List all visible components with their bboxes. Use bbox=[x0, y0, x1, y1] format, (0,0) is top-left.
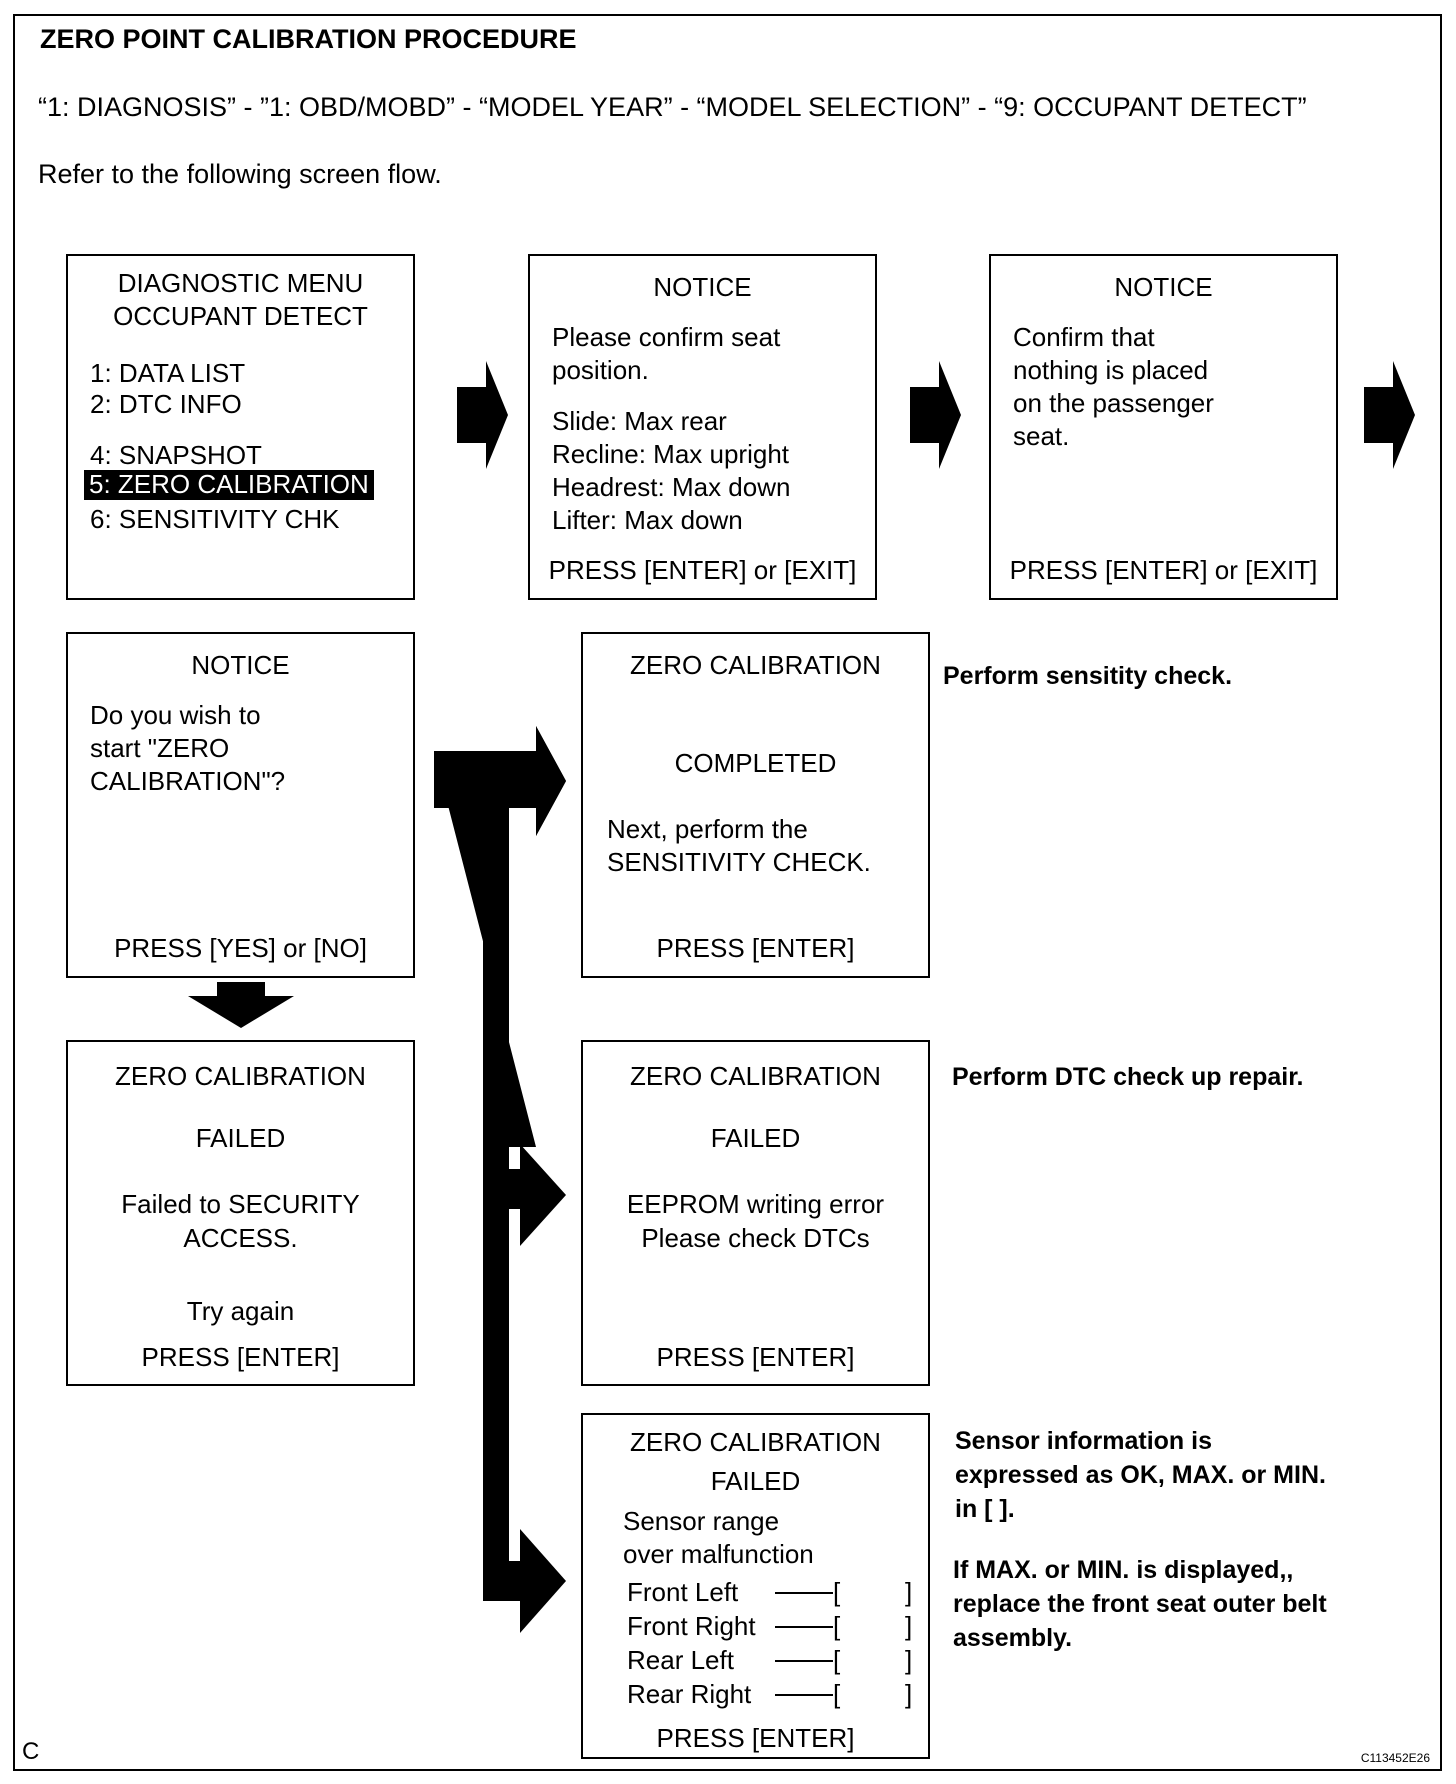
note-sensor-info-2: expressed as OK, MAX. or MIN. bbox=[955, 1461, 1326, 1489]
note-sensor-info-1: Sensor information is bbox=[955, 1427, 1212, 1455]
menu-item-data-list: 1: DATA LIST bbox=[90, 358, 246, 388]
page-title: ZERO POINT CALIBRATION PROCEDURE bbox=[40, 24, 577, 54]
instruction-text: Refer to the following screen flow. bbox=[38, 159, 442, 189]
notice-line: seat. bbox=[1013, 421, 1070, 451]
sensor-label-front-right: Front Right bbox=[627, 1611, 756, 1641]
status-text: FAILED bbox=[710, 1123, 801, 1153]
screen-line: over malfunction bbox=[623, 1539, 814, 1569]
sensor-label-front-left: Front Left bbox=[627, 1577, 739, 1607]
sensor-value-bracket-open: [ bbox=[833, 1577, 841, 1607]
screen-line: Next, perform the bbox=[607, 814, 808, 844]
menu-item-zero-calibration: 5: ZERO CALIBRATION bbox=[84, 470, 374, 500]
sensor-leader-line bbox=[775, 1694, 833, 1696]
screen-line: EEPROM writing error bbox=[626, 1189, 885, 1219]
notice-prompt: PRESS [YES] or [NO] bbox=[114, 933, 367, 963]
screen-title: ZERO CALIBRATION bbox=[630, 1061, 881, 1091]
menu-item-sensitivity-chk: 6: SENSITIVITY CHK bbox=[90, 504, 340, 534]
screen-line: Sensor range bbox=[623, 1506, 780, 1536]
figure-id: C113452E26 bbox=[1360, 1751, 1430, 1765]
notice-line: nothing is placed bbox=[1013, 355, 1209, 385]
screen-prompt: PRESS [ENTER] bbox=[141, 1342, 340, 1372]
notice-line: Slide: Max rear bbox=[552, 406, 727, 436]
notice-line: Please confirm seat bbox=[552, 322, 781, 352]
screen-title: ZERO CALIBRATION bbox=[630, 1427, 881, 1457]
note-sensor-info-3: in [ ]. bbox=[955, 1495, 1015, 1523]
sensor-label-rear-right: Rear Right bbox=[627, 1679, 752, 1709]
notice-title: NOTICE bbox=[653, 272, 752, 302]
sensor-value-bracket-close: ] bbox=[905, 1611, 913, 1641]
menu-title-1: DIAGNOSTIC MENU bbox=[117, 268, 364, 298]
figure-frame bbox=[13, 14, 1442, 1771]
menu-path: “1: DIAGNOSIS” - ”1: OBD/MOBD” - “MODEL … bbox=[38, 92, 1307, 122]
sensor-value-bracket-open: [ bbox=[833, 1645, 841, 1675]
sensor-value-bracket-close: ] bbox=[905, 1645, 913, 1675]
notice-line: Lifter: Max down bbox=[552, 505, 743, 535]
retry-text: Try again bbox=[186, 1296, 295, 1326]
notice-line: Recline: Max upright bbox=[552, 439, 789, 469]
note-replace-3: assembly. bbox=[953, 1624, 1073, 1652]
sensor-value-bracket-open: [ bbox=[833, 1611, 841, 1641]
screen-line: ACCESS. bbox=[183, 1223, 298, 1253]
screen-title: ZERO CALIBRATION bbox=[630, 650, 881, 680]
note-replace-1: If MAX. or MIN. is displayed,, bbox=[953, 1556, 1294, 1584]
screen-empty-seat-notice: NOTICE Confirm that nothing is placed on… bbox=[989, 254, 1338, 600]
note-sensitivity-check: Perform sensitity check. bbox=[943, 662, 1233, 690]
menu-item-dtc-info: 2: DTC INFO bbox=[90, 389, 242, 419]
sensor-value-bracket-close: ] bbox=[905, 1577, 913, 1607]
screen-line: Please check DTCs bbox=[641, 1223, 870, 1253]
notice-line: on the passenger bbox=[1013, 388, 1214, 418]
status-text: COMPLETED bbox=[674, 748, 837, 778]
sensor-label-rear-left: Rear Left bbox=[627, 1645, 734, 1675]
notice-line: Headrest: Max down bbox=[552, 472, 791, 502]
sensor-leader-line bbox=[775, 1592, 833, 1594]
notice-title: NOTICE bbox=[191, 650, 290, 680]
sensor-value-bracket-close: ] bbox=[905, 1679, 913, 1709]
screen-calibration-completed: ZERO CALIBRATION COMPLETED Next, perform… bbox=[581, 632, 930, 978]
screen-line: SENSITIVITY CHECK. bbox=[607, 847, 871, 877]
notice-line: start "ZERO bbox=[90, 733, 230, 763]
screen-prompt: PRESS [ENTER] bbox=[656, 1342, 855, 1372]
screen-failed-eeprom: ZERO CALIBRATION FAILED EEPROM writing e… bbox=[581, 1040, 930, 1386]
screen-title: ZERO CALIBRATION bbox=[115, 1061, 366, 1091]
status-text: FAILED bbox=[195, 1123, 286, 1153]
sensor-leader-line bbox=[775, 1660, 833, 1662]
note-dtc-repair: Perform DTC check up repair. bbox=[952, 1063, 1304, 1091]
screen-start-calibration-notice: NOTICE Do you wish to start "ZERO CALIBR… bbox=[66, 632, 415, 978]
status-text: FAILED bbox=[710, 1466, 801, 1496]
sensor-value-bracket-open: [ bbox=[833, 1679, 841, 1709]
notice-prompt: PRESS [ENTER] or [EXIT] bbox=[548, 555, 857, 585]
screen-diagnostic-menu: DIAGNOSTIC MENU OCCUPANT DETECT 1: DATA … bbox=[66, 254, 415, 600]
menu-item-snapshot: 4: SNAPSHOT bbox=[90, 440, 262, 470]
screen-prompt: PRESS [ENTER] bbox=[656, 933, 855, 963]
note-replace-2: replace the front seat outer belt bbox=[953, 1590, 1327, 1618]
sensor-leader-line bbox=[775, 1626, 833, 1628]
screen-failed-security-access: ZERO CALIBRATION FAILED Failed to SECURI… bbox=[66, 1040, 415, 1386]
notice-line: Do you wish to bbox=[90, 700, 261, 730]
screen-prompt: PRESS [ENTER] bbox=[656, 1723, 855, 1753]
menu-title-2: OCCUPANT DETECT bbox=[113, 301, 368, 331]
screen-line: Failed to SECURITY bbox=[121, 1189, 360, 1219]
notice-line: position. bbox=[552, 355, 649, 385]
notice-title: NOTICE bbox=[1114, 272, 1213, 302]
screen-failed-sensor-range: ZERO CALIBRATION FAILED Sensor range ove… bbox=[581, 1413, 930, 1759]
notice-line: CALIBRATION"? bbox=[90, 766, 286, 796]
notice-prompt: PRESS [ENTER] or [EXIT] bbox=[1009, 555, 1318, 585]
notice-line: Confirm that bbox=[1013, 322, 1155, 352]
screen-seat-position-notice: NOTICE Please confirm seat position. Sli… bbox=[528, 254, 877, 600]
figure-corner-label: C bbox=[22, 1738, 40, 1765]
